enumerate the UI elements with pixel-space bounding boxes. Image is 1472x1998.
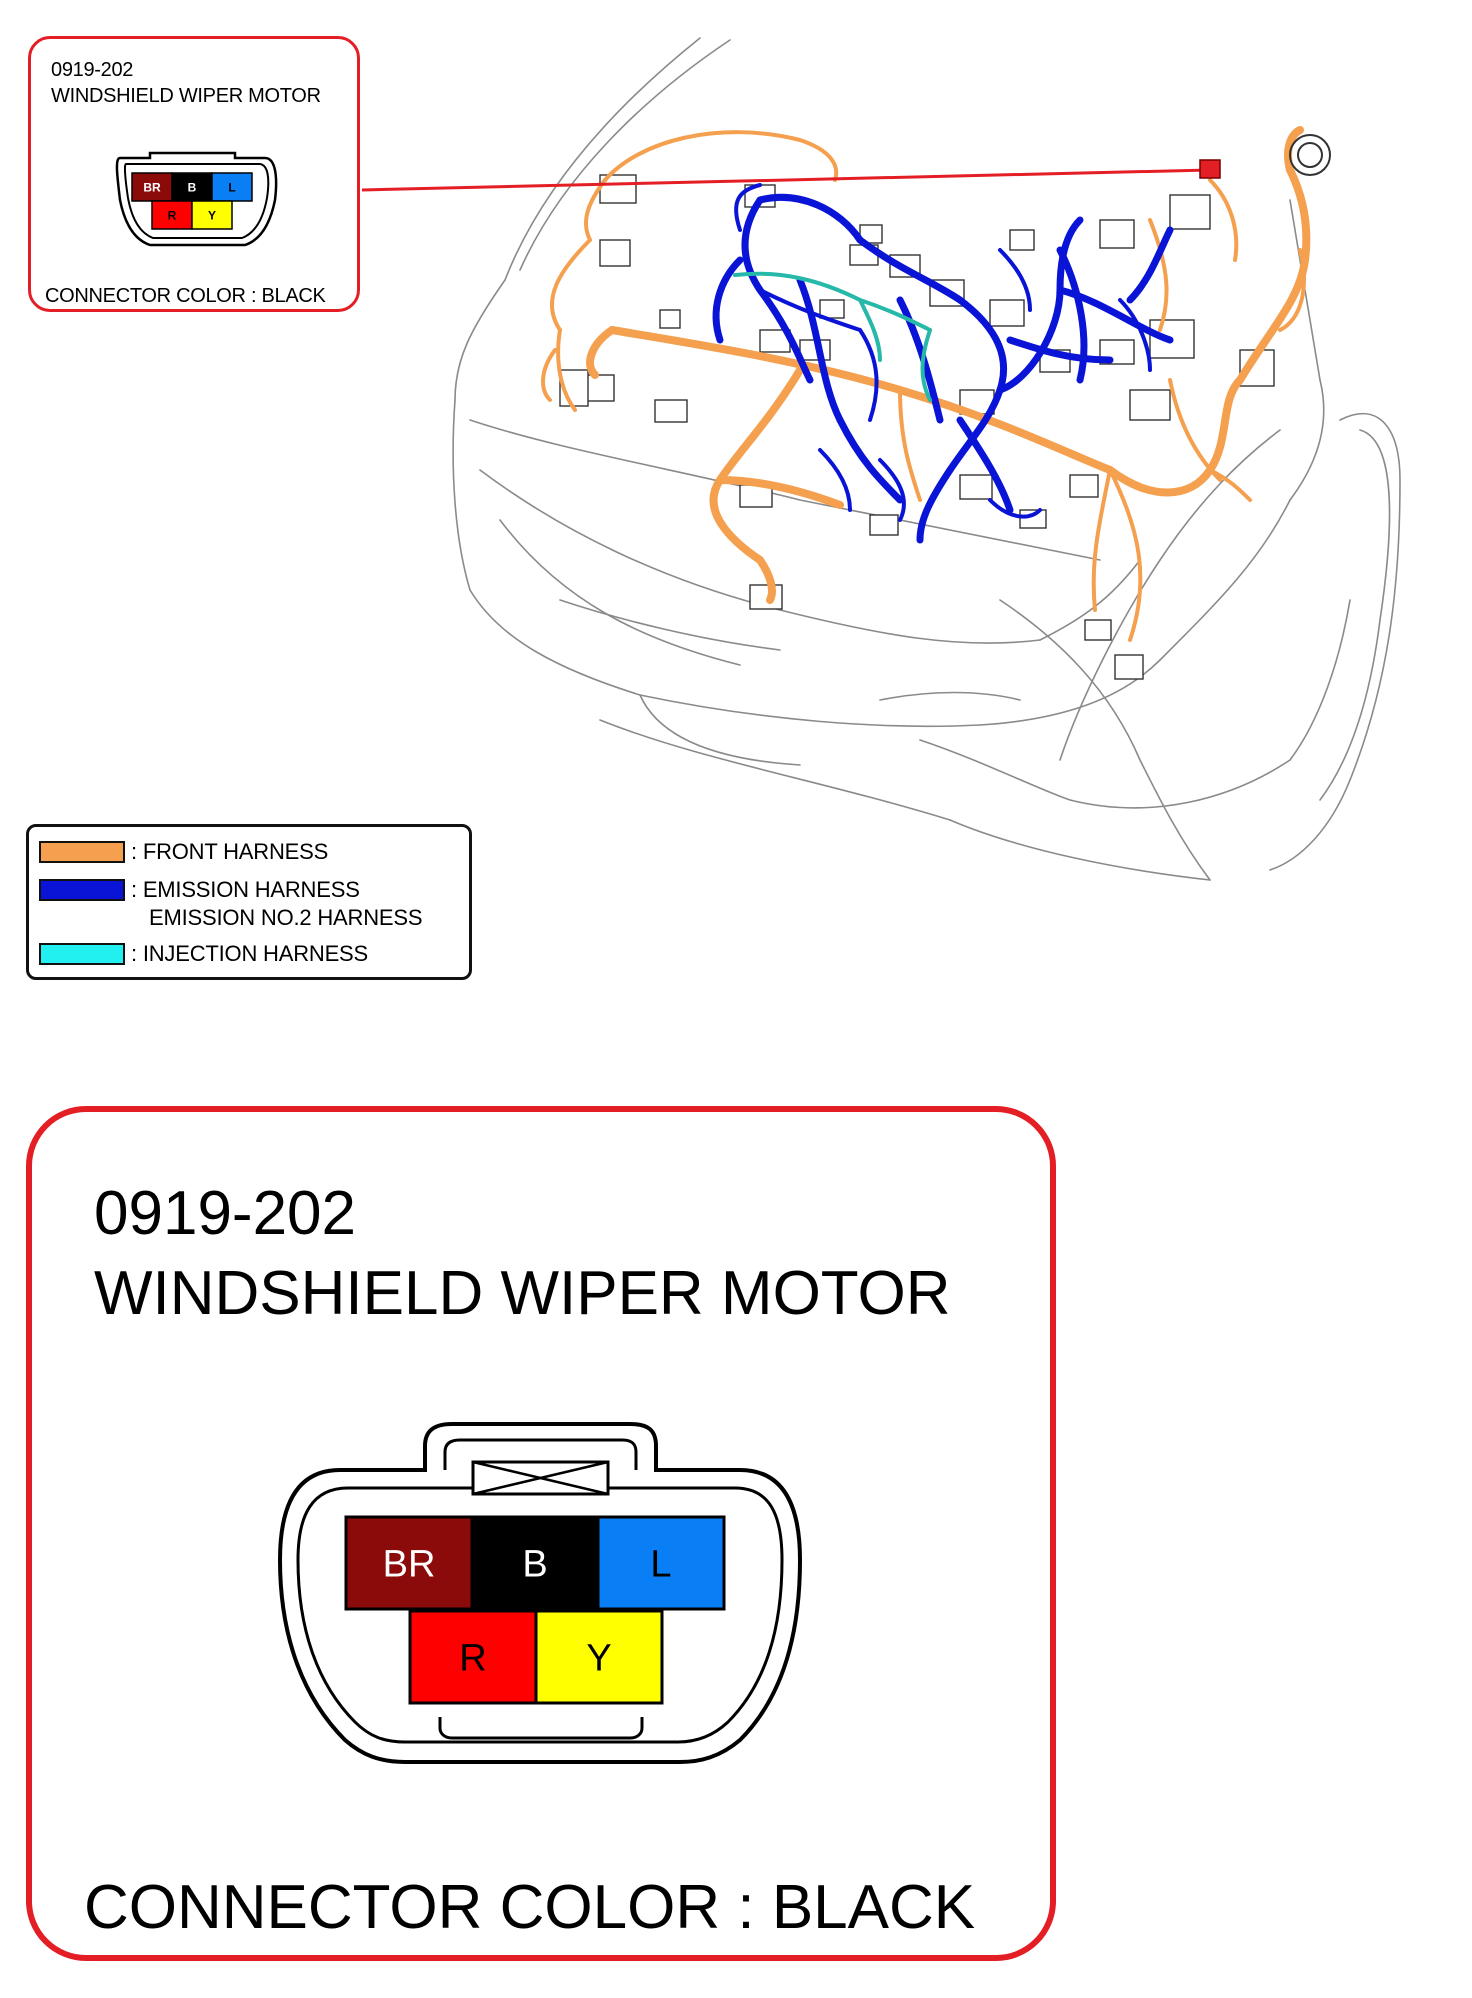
connector-detail-large: 0919-202 WINDSHIELD WIPER MOTOR CONNECTO…: [26, 1106, 1056, 1961]
injection-harness-wiring: [733, 271, 932, 402]
pin-label: R: [459, 1638, 486, 1680]
front-harness-branches: [541, 130, 1306, 642]
connector-callout-small: 0919-202 WINDSHIELD WIPER MOTOR CONNECTO…: [28, 36, 360, 312]
pin-y: Y: [191, 200, 233, 230]
legend-item-injection-harness: : INJECTION HARNESS: [39, 941, 368, 967]
engine-components-outline: [559, 174, 1275, 680]
connector-lock-tab: [471, 1460, 610, 1496]
pin-l: L: [596, 1515, 726, 1611]
pin-label: BR: [383, 1544, 436, 1586]
small-connector-face: BR B L R Y: [115, 151, 278, 247]
pin-r: R: [408, 1609, 538, 1705]
legend-emission-sub-label: EMISSION NO.2 HARNESS: [149, 905, 423, 930]
pin-br: BR: [344, 1515, 474, 1611]
pin-cell: [596, 1515, 726, 1611]
pin-label: B: [522, 1544, 547, 1586]
pin-cell: [211, 172, 253, 202]
wiper-motor-callout: [361, 159, 1221, 192]
pin-label: L: [228, 180, 235, 194]
pin-label: Y: [586, 1638, 611, 1680]
pin-y: Y: [534, 1609, 664, 1705]
connector-color-label-large: CONNECTOR COLOR : BLACK: [84, 1873, 976, 1942]
pin-cell: [408, 1609, 538, 1705]
pin-label: BR: [143, 180, 161, 194]
harness-legend: : FRONT HARNESS : EMISSION HARNESS EMISS…: [26, 824, 472, 980]
legend-label: : INJECTION HARNESS: [131, 941, 369, 966]
legend-label: : EMISSION HARNESS: [131, 877, 360, 902]
legend-label: : FRONT HARNESS: [131, 839, 329, 864]
legend-item-emission-harness: : EMISSION HARNESS: [39, 877, 360, 903]
connector-code-small: 0919-202: [51, 59, 134, 81]
emission-harness-wiring: [712, 193, 1174, 544]
emission-harness-branches: [734, 183, 1152, 522]
connector-code-large: 0919-202: [94, 1179, 357, 1248]
pin-b: B: [171, 172, 213, 202]
legend-swatch: [39, 879, 125, 901]
large-connector-face: BR B L R Y: [277, 1422, 803, 1764]
legend-swatch: [39, 841, 125, 863]
pin-cell: [344, 1515, 474, 1611]
legend-swatch: [39, 943, 125, 965]
pin-l: L: [211, 172, 253, 202]
pin-label: Y: [208, 208, 216, 222]
pin-cell: [470, 1515, 600, 1611]
pin-label: L: [650, 1544, 671, 1586]
strut-mount: [1289, 134, 1331, 176]
connector-name-large: WINDSHIELD WIPER MOTOR: [94, 1259, 951, 1328]
pin-cell: [534, 1609, 664, 1705]
pin-cell: [191, 200, 233, 230]
legend-item-front-harness: : FRONT HARNESS: [39, 839, 328, 865]
pin-label: B: [188, 180, 197, 194]
connector-color-label-small: CONNECTOR COLOR : BLACK: [45, 285, 326, 307]
pin-b: B: [470, 1515, 600, 1611]
car-body-outline: [452, 37, 1401, 881]
pin-cell: [171, 172, 213, 202]
pin-label: R: [168, 208, 177, 222]
connector-name-small: WINDSHIELD WIPER MOTOR: [51, 85, 321, 107]
